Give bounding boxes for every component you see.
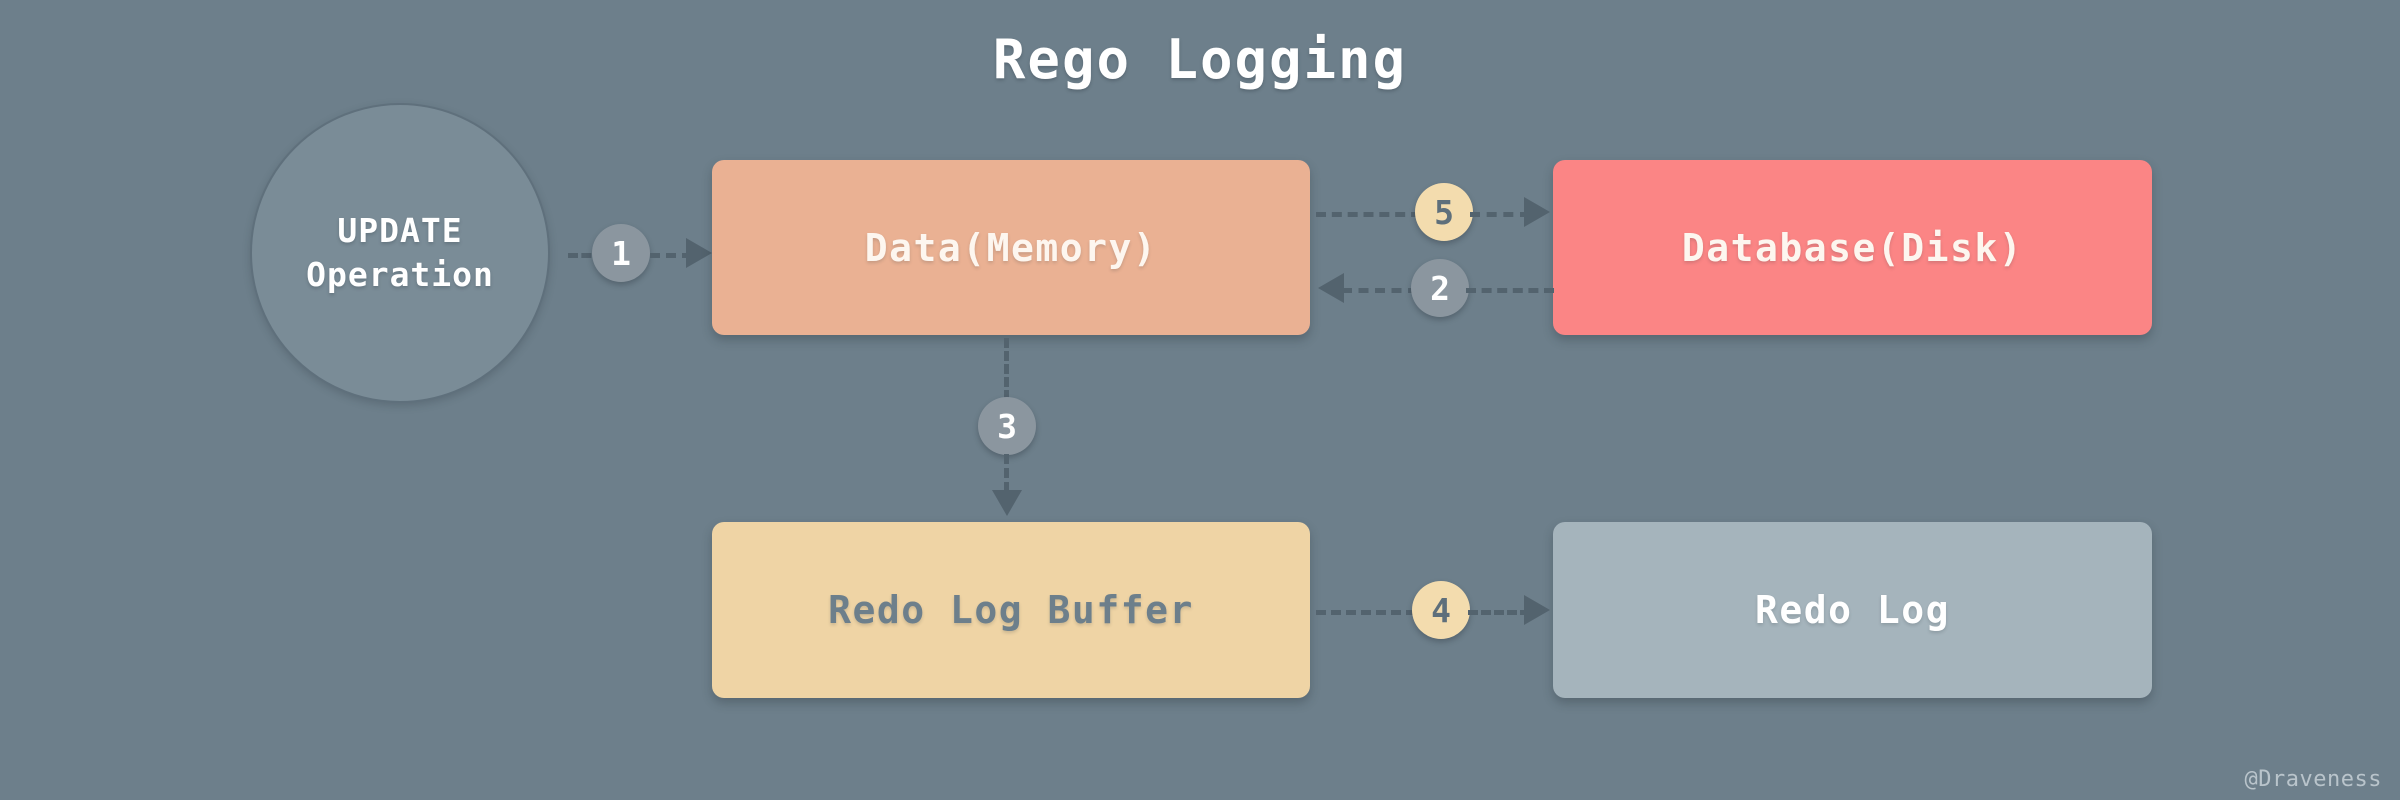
node-redo-log-buffer[interactable]: Redo Log Buffer [712,522,1310,698]
node-data-memory-label: Data(Memory) [864,225,1158,270]
node-database-disk-label: Database(Disk) [1681,225,2024,270]
node-redo-log-buffer-label: Redo Log Buffer [828,588,1194,632]
arrow-3-segment-a [1004,338,1009,400]
arrow-4-segment-b [1468,610,1530,615]
node-redo-log[interactable]: Redo Log [1553,522,2152,698]
arrow-4-segment-a [1316,610,1416,615]
step-badge-4-label: 4 [1431,590,1451,630]
step-badge-3-label: 3 [997,406,1017,446]
step-badge-4[interactable]: 4 [1412,581,1470,639]
arrow-3-head-icon [992,490,1022,516]
arrow-2-head-icon [1318,273,1344,303]
node-redo-log-label: Redo Log [1754,588,1951,632]
watermark: @Draveness [2244,767,2382,792]
arrow-5-segment-a [1316,212,1421,217]
step-badge-2[interactable]: 2 [1411,259,1469,317]
page-title: Rego Logging [992,28,1408,91]
node-data-memory[interactable]: Data(Memory) [712,160,1310,335]
arrow-1-segment-b [650,253,692,258]
arrow-5-head-icon [1524,197,1550,227]
node-update-operation-line1: UPDATE [337,211,463,251]
step-badge-3[interactable]: 3 [978,397,1036,455]
step-badge-5[interactable]: 5 [1415,183,1473,241]
arrow-5-segment-b [1470,212,1530,217]
node-update-operation[interactable]: UPDATE Operation [250,103,550,403]
step-badge-1[interactable]: 1 [592,224,650,282]
arrow-4-head-icon [1524,595,1550,625]
node-update-operation-line2: Operation [306,255,494,294]
step-badge-5-label: 5 [1434,192,1454,232]
arrow-1-head-icon [686,238,712,268]
step-badge-1-label: 1 [611,233,631,273]
step-badge-2-label: 2 [1430,268,1450,308]
arrow-3-segment-b [1004,454,1009,492]
node-database-disk[interactable]: Database(Disk) [1553,160,2152,335]
arrow-2-segment-b [1466,288,1554,293]
arrow-2-segment-a [1342,288,1418,293]
